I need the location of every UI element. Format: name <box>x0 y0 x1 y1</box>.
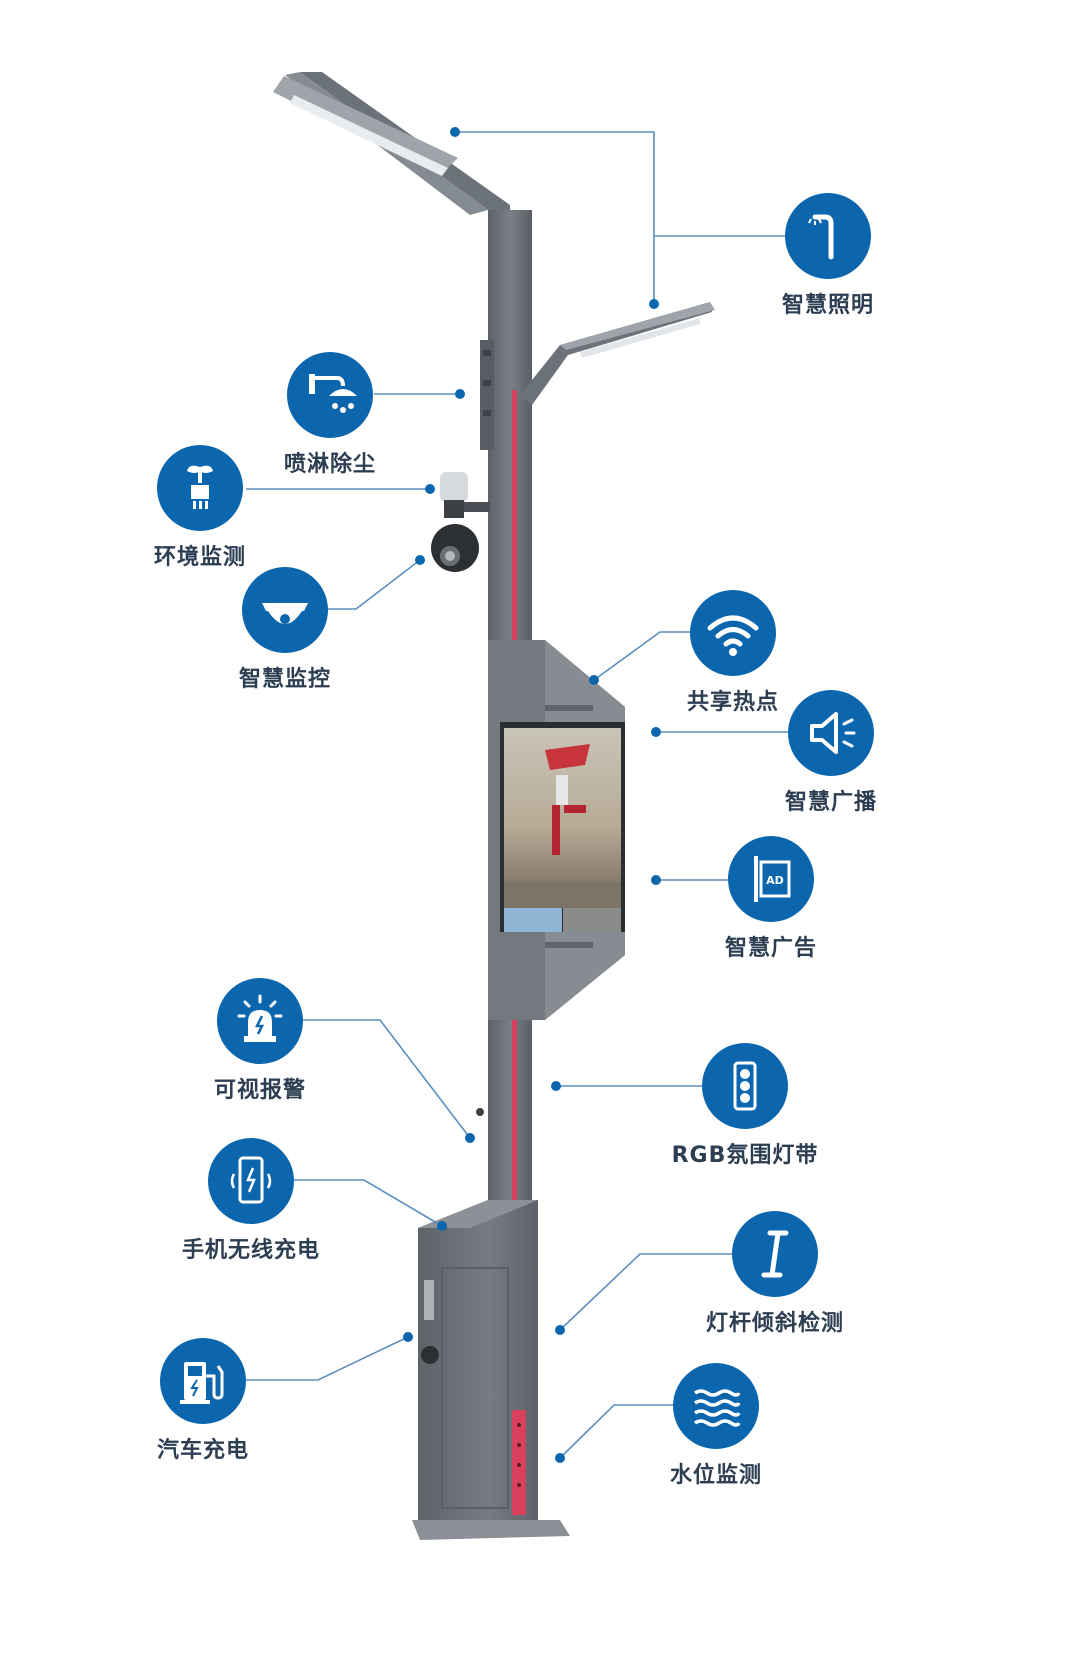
feature-smart-lighting: 智慧照明 <box>728 193 928 319</box>
charging-cabinet <box>412 1200 570 1540</box>
anchor-env-monitor <box>425 484 435 494</box>
anchor-water-level <box>555 1453 565 1463</box>
feature-label: 水位监测 <box>669 1463 762 1488</box>
anchor-visual-alarm <box>465 1133 475 1143</box>
tilt-pole-icon <box>732 1211 818 1297</box>
phone-charging-icon <box>208 1138 294 1224</box>
anchor-smart-lighting-2 <box>649 299 659 309</box>
ad-sign-icon: AD <box>728 836 814 922</box>
feature-env-monitor: 环境监测 <box>100 445 300 571</box>
feature-ev-charging: 汽车充电 <box>103 1338 303 1464</box>
anchor-wireless-charging <box>437 1221 447 1231</box>
lower-lamp-arm <box>520 302 715 405</box>
feature-label: 可视报警 <box>213 1078 306 1103</box>
feature-tilt-detect: 灯杆倾斜检测 <box>675 1211 875 1337</box>
speaker-icon <box>788 690 874 776</box>
dome-camera-icon <box>242 567 328 653</box>
feature-wireless-charging: 手机无线充电 <box>151 1138 351 1264</box>
feature-visual-alarm: 可视报警 <box>160 978 360 1104</box>
leader-ev-charging <box>246 1336 409 1381</box>
feature-label: 智慧监控 <box>238 667 331 692</box>
feature-label: 环境监测 <box>153 545 246 570</box>
feature-label: 智慧照明 <box>781 293 874 318</box>
pole-side-panel <box>480 340 494 450</box>
alarm-light-icon <box>217 978 303 1064</box>
anchor-smart-broadcast <box>651 727 661 737</box>
anchor-smart-camera <box>415 555 425 565</box>
feature-label: 灯杆倾斜检测 <box>705 1311 844 1336</box>
leader-visual-alarm <box>300 1019 471 1139</box>
leader-wireless-charging <box>294 1179 443 1227</box>
feature-label: 共享热点 <box>686 690 779 715</box>
feature-label: 手机无线充电 <box>181 1238 320 1263</box>
feature-spray-dust: 喷淋除尘 <box>230 352 430 478</box>
leader-smart-lighting <box>455 131 655 304</box>
sprinkler-icon <box>287 352 373 438</box>
anchor-spray-dust <box>455 389 465 399</box>
street-lamp-icon <box>785 193 871 279</box>
svg-text:AD: AD <box>766 874 784 887</box>
light-strip-icon <box>702 1043 788 1129</box>
feature-smart-camera: 智慧监控 <box>185 567 385 693</box>
feature-label: 喷淋除尘 <box>283 452 376 477</box>
advertising-screen <box>488 640 625 1020</box>
feature-label: RGB氛围灯带 <box>671 1143 819 1168</box>
feature-wifi-hotspot: 共享热点 <box>633 590 833 716</box>
feature-label: 汽车充电 <box>156 1438 249 1463</box>
wifi-icon <box>690 590 776 676</box>
feature-smart-ad: AD 智慧广告 <box>671 836 871 962</box>
feature-label: 智慧广播 <box>784 790 877 815</box>
feature-smart-broadcast: 智慧广播 <box>731 690 931 816</box>
water-level-icon <box>673 1363 759 1449</box>
anchor-smart-ad <box>651 875 661 885</box>
ev-charger-icon <box>160 1338 246 1424</box>
anchor-tilt-detect <box>555 1325 565 1335</box>
leader-tilt-detect <box>559 1253 732 1331</box>
feature-water-level: 水位监测 <box>616 1363 816 1489</box>
dome-camera <box>431 472 490 572</box>
feature-rgb-light-strip: RGB氛围灯带 <box>645 1043 845 1169</box>
leader-smart-camera <box>326 559 421 610</box>
anchor-ev-charging <box>403 1332 413 1342</box>
sensor-plant-icon <box>157 445 243 531</box>
anchor-wifi-hotspot <box>589 675 599 685</box>
leader-water-level <box>559 1404 678 1459</box>
anchor-rgb-light-strip <box>551 1081 561 1091</box>
anchor-smart-lighting <box>450 127 460 137</box>
feature-label: 智慧广告 <box>724 936 817 961</box>
